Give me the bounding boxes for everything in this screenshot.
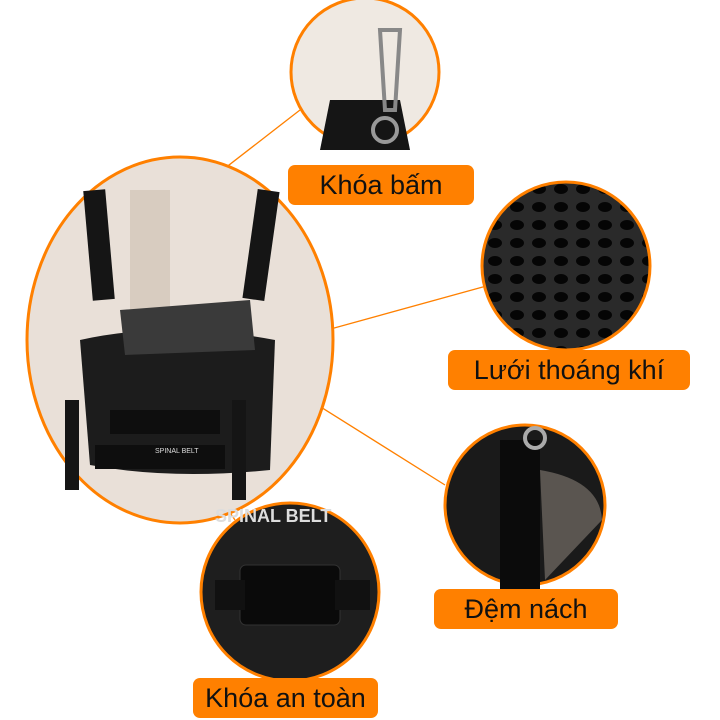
- callout-label-safety-buckle: Khóa an toàn: [193, 678, 378, 718]
- mesh-fabric-photo: [480, 180, 652, 352]
- svg-text:SPINAL BELT: SPINAL BELT: [215, 506, 331, 526]
- armpit-pad-photo: [443, 423, 607, 590]
- main-product-photo: SPINAL BELT: [25, 155, 335, 525]
- carabiner-clip-photo: [289, 0, 441, 150]
- callout-label-breathable-mesh: Lưới thoáng khí: [448, 350, 690, 390]
- safety-buckle-photo: SPINAL BELT: [199, 501, 381, 683]
- brand-text: SPINAL BELT: [155, 448, 199, 455]
- callout-label-armpit-pad: Đệm nách: [434, 589, 618, 629]
- callout-label-snap-clip: Khóa bấm: [288, 165, 474, 205]
